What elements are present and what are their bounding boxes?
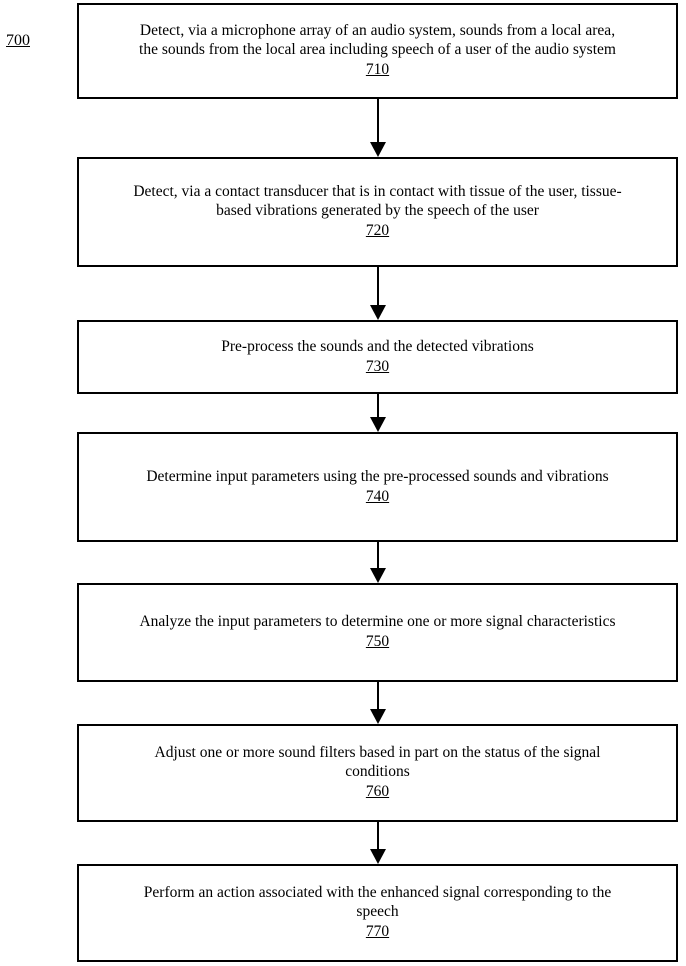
- step-ref-770: 770: [365, 922, 390, 940]
- step-text-720: Detect, via a contact transducer that is…: [133, 183, 622, 220]
- step-box-770: Perform an action associated with the en…: [77, 864, 678, 962]
- flow-arrow-3: [370, 394, 386, 432]
- arrowhead-down-icon: [370, 142, 386, 157]
- arrow-shaft: [377, 394, 379, 417]
- step-text-760: Adjust one or more sound filters based i…: [154, 744, 601, 781]
- step-box-730: Pre-process the sounds and the detected …: [77, 320, 678, 394]
- flow-arrow-5: [370, 682, 386, 724]
- step-ref-750: 750: [365, 633, 390, 650]
- arrow-shaft: [377, 99, 379, 142]
- arrow-shaft: [377, 682, 379, 709]
- flow-arrow-1: [370, 99, 386, 157]
- arrowhead-down-icon: [370, 417, 386, 432]
- step-text-770: Perform an action associated with the en…: [143, 884, 612, 921]
- figure-label: 700: [6, 32, 30, 49]
- step-text-750: Analyze the input parameters to determin…: [139, 613, 616, 631]
- arrowhead-down-icon: [370, 709, 386, 724]
- step-text-740: Determine input parameters using the pre…: [146, 467, 609, 485]
- arrowhead-down-icon: [370, 305, 386, 320]
- arrowhead-down-icon: [370, 849, 386, 864]
- step-ref-740: 740: [365, 487, 390, 505]
- arrow-shaft: [377, 267, 379, 305]
- step-text-710: Detect, via a microphone array of an aud…: [139, 22, 616, 59]
- arrow-shaft: [377, 822, 379, 849]
- step-ref-720: 720: [365, 221, 390, 239]
- flow-arrow-2: [370, 267, 386, 320]
- step-box-740: Determine input parameters using the pre…: [77, 432, 678, 542]
- step-box-760: Adjust one or more sound filters based i…: [77, 724, 678, 822]
- step-ref-760: 760: [365, 782, 390, 800]
- step-ref-730: 730: [365, 357, 390, 375]
- arrow-shaft: [377, 542, 379, 568]
- step-box-720: Detect, via a contact transducer that is…: [77, 157, 678, 267]
- step-ref-710: 710: [365, 60, 390, 78]
- step-box-710: Detect, via a microphone array of an aud…: [77, 3, 678, 99]
- step-text-730: Pre-process the sounds and the detected …: [221, 337, 534, 355]
- flow-arrow-6: [370, 822, 386, 864]
- step-box-750: Analyze the input parameters to determin…: [77, 583, 678, 682]
- flow-arrow-4: [370, 542, 386, 583]
- arrowhead-down-icon: [370, 568, 386, 583]
